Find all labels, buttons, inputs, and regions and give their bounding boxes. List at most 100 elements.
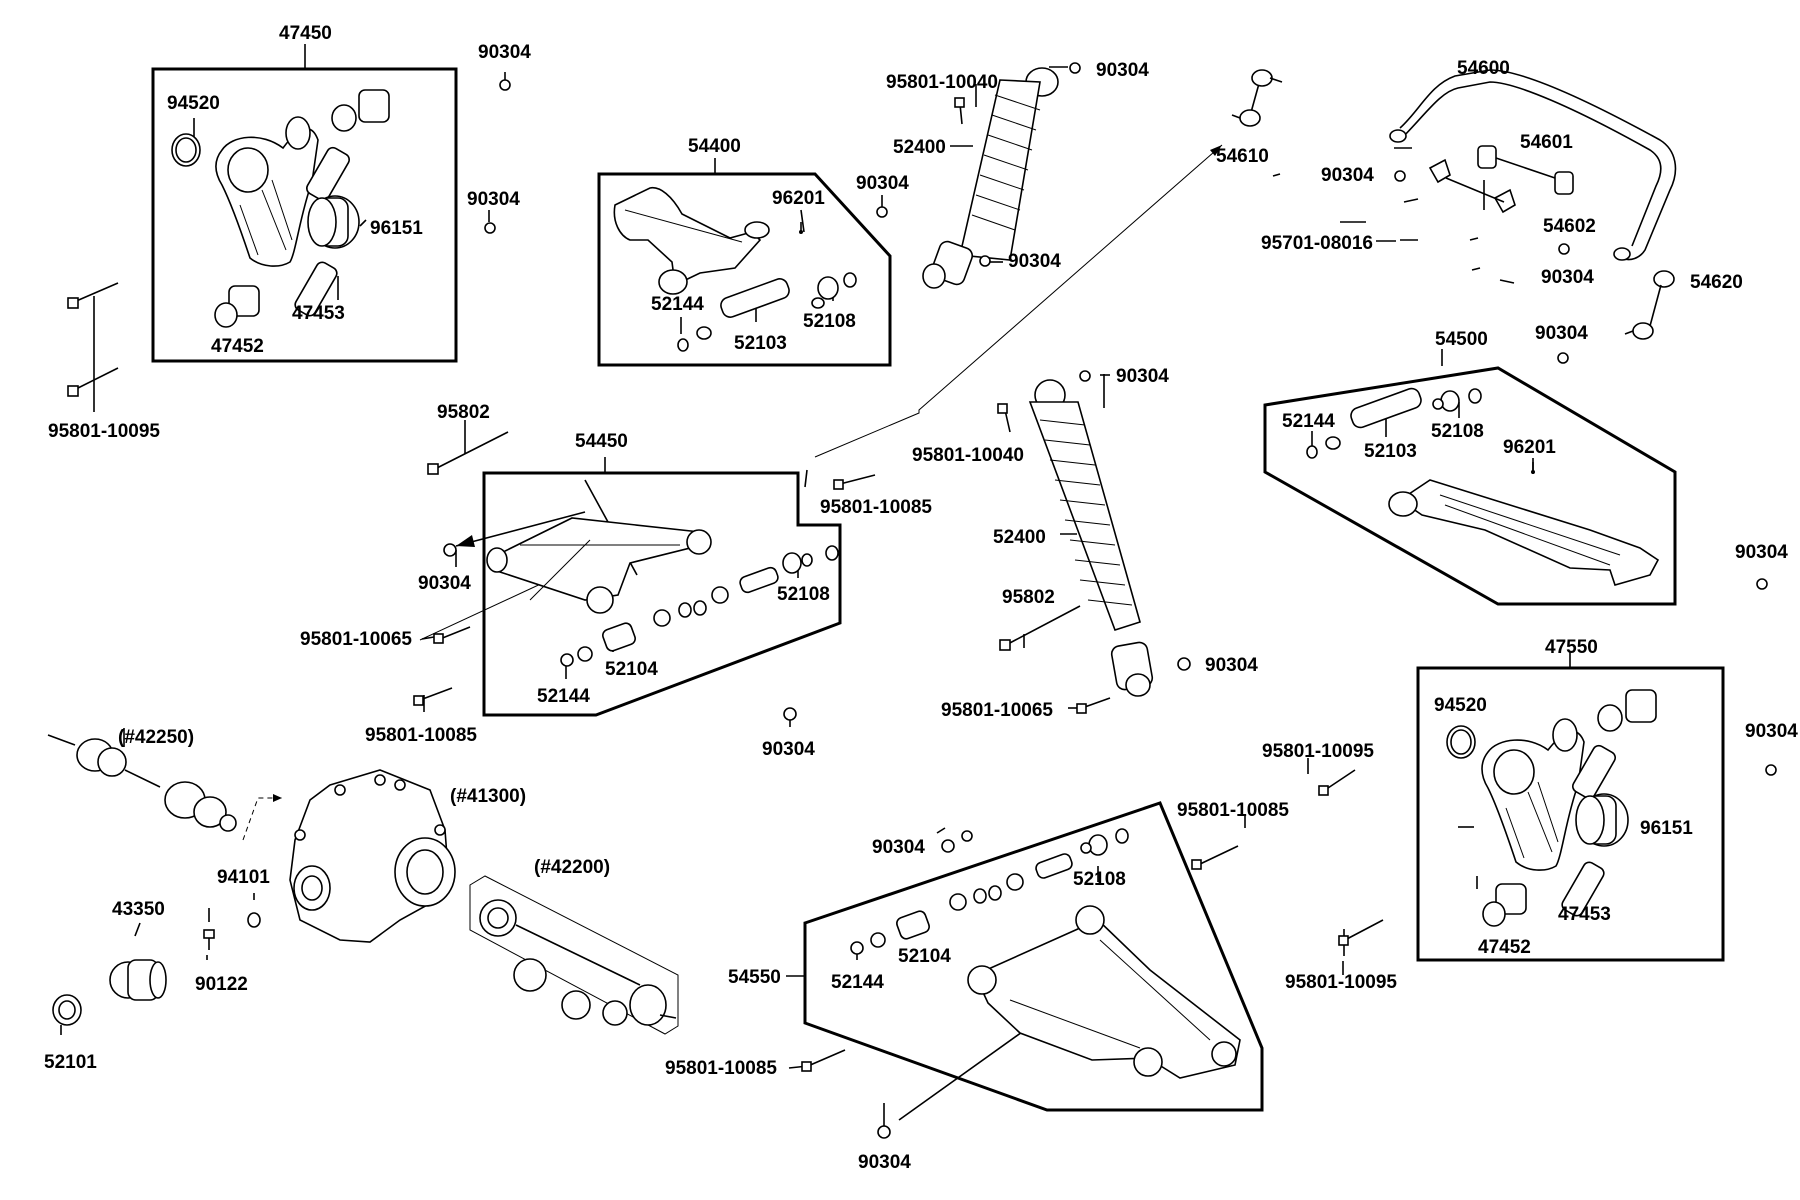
knuckle-47550 — [1481, 718, 1585, 871]
label-42250: (#42250) — [118, 727, 194, 748]
stabilizer-bar-54600 — [1389, 69, 1677, 261]
lower-arm-54550 — [967, 905, 1241, 1079]
bushing-47452-b2 — [1482, 883, 1527, 927]
nut-90304-l — [1177, 657, 1191, 671]
nut-90304-n — [1765, 764, 1777, 776]
label-90304-l: 90304 — [1205, 655, 1258, 676]
label-47550: 47550 — [1545, 637, 1598, 658]
sleeve-a — [306, 146, 350, 202]
lower-arm-54450 — [486, 517, 712, 614]
label-90304-c: 90304 — [856, 173, 909, 194]
label-95801-10095-c: 95801-10095 — [1285, 972, 1397, 993]
label-52108-a: 52108 — [803, 311, 856, 332]
label-95801-10085-a: 95801-10085 — [820, 497, 932, 518]
collar-52104-b — [896, 910, 930, 940]
label-52103-a: 52103 — [734, 333, 787, 354]
label-90304-m: 90304 — [1735, 542, 1788, 563]
label-41300: (#41300) — [450, 786, 526, 807]
bearing-96151-b — [1575, 793, 1629, 847]
label-95801-10065-b: 95801-10065 — [941, 700, 1053, 721]
nut-90304-c — [876, 206, 888, 218]
label-90304-h: 90304 — [1535, 323, 1588, 344]
yoke-43350 — [109, 959, 167, 1001]
bolt-95802-b — [999, 605, 1081, 651]
bolt-95801-10085-b — [413, 687, 453, 706]
label-95801-10040-a: 95801-10040 — [886, 72, 998, 93]
bolt-95701-08016 — [1400, 198, 1481, 271]
label-95801-10085-b: 95801-10085 — [365, 725, 477, 746]
label-90304-e: 90304 — [1008, 251, 1061, 272]
bolt-95801-10065-a — [433, 626, 471, 644]
label-52104-a: 52104 — [605, 659, 658, 680]
label-94520-a: 94520 — [167, 93, 220, 114]
shock-absorber-52400-a — [922, 67, 1059, 289]
kit-box-54500 — [1263, 366, 1677, 606]
bolt-95801-10095-c — [1338, 919, 1384, 946]
nut-90304-e — [979, 255, 991, 267]
bushing-52108-a — [811, 272, 857, 309]
bushing-52108-b — [782, 545, 839, 574]
nut-90304-g — [1558, 243, 1570, 255]
label-47453-b: 47453 — [1558, 904, 1611, 925]
label-43350: 43350 — [112, 899, 165, 920]
label-94101: 94101 — [217, 867, 270, 888]
label-96151-a: 96151 — [370, 218, 423, 239]
bushing-47452-b — [1597, 689, 1657, 732]
label-95801-10040-b: 95801-10040 — [912, 445, 1024, 466]
clamp-54602 — [1428, 158, 1516, 214]
collar-52103-d — [1035, 853, 1073, 879]
label-54620: 54620 — [1690, 272, 1743, 293]
sleeve-47453-a — [294, 261, 338, 317]
shock-absorber-52400-b — [1028, 379, 1154, 697]
leader-54610-long — [814, 144, 1223, 458]
label-95801-10065-a: 95801-10065 — [300, 629, 412, 650]
bushing-47452-a — [331, 89, 390, 132]
leader-axle-dashed — [242, 797, 282, 841]
label-47452-a: 47452 — [211, 336, 264, 357]
bolt-90122 — [203, 929, 215, 950]
label-52144-c: 52144 — [1282, 411, 1335, 432]
label-95701-08016: 95701-08016 — [1261, 233, 1373, 254]
washers-54550 — [949, 873, 1024, 911]
nut-90304-o — [941, 830, 973, 853]
label-90304-j: 90304 — [762, 739, 815, 760]
bushing-52108-c — [1432, 388, 1482, 412]
washer-52144-a — [677, 326, 712, 352]
nut-90304-j — [783, 707, 797, 721]
label-96201-b: 96201 — [1503, 437, 1556, 458]
stabilizer-link-54620 — [1624, 270, 1675, 340]
axle-42200 — [479, 899, 677, 1026]
washers-54450 — [653, 586, 729, 627]
label-52108-d: 52108 — [1073, 869, 1126, 890]
bolt-95801-10040-a — [954, 97, 965, 125]
label-47450: 47450 — [279, 23, 332, 44]
label-90304-p: 90304 — [858, 1152, 911, 1173]
label-95802-b: 95802 — [1002, 587, 1055, 608]
arrow-axle — [273, 794, 282, 802]
bolt-95801-10085-a — [833, 474, 876, 490]
bushing-47452-a2 — [214, 285, 260, 328]
kit-box-54450 — [482, 471, 842, 717]
kit-box-54550 — [803, 801, 1264, 1112]
label-90304-i: 90304 — [418, 573, 471, 594]
label-54450: 54450 — [575, 431, 628, 452]
collar-52103-a — [720, 278, 790, 318]
bearing-96151-a — [307, 195, 360, 249]
knuckle-47450 — [215, 116, 319, 267]
label-52108-b: 52108 — [777, 584, 830, 605]
bolt-96201-b — [1531, 462, 1535, 474]
nut-90304-a — [499, 79, 511, 91]
arrow-54610 — [1210, 145, 1222, 156]
label-52400-b: 52400 — [993, 527, 1046, 548]
label-96151-b: 96151 — [1640, 818, 1693, 839]
label-95801-10095-b: 95801-10095 — [1262, 741, 1374, 762]
label-90304-f: 90304 — [1321, 165, 1374, 186]
sleeve-47453-b — [1561, 861, 1605, 917]
snap-ring-94520-b-inner — [1450, 729, 1472, 755]
label-52144-a: 52144 — [651, 294, 704, 315]
label-90304-n: 90304 — [1745, 721, 1798, 742]
label-47452-b: 47452 — [1478, 937, 1531, 958]
bolt-95801-10085-c — [1191, 845, 1239, 870]
washer-52144-b — [560, 646, 593, 667]
